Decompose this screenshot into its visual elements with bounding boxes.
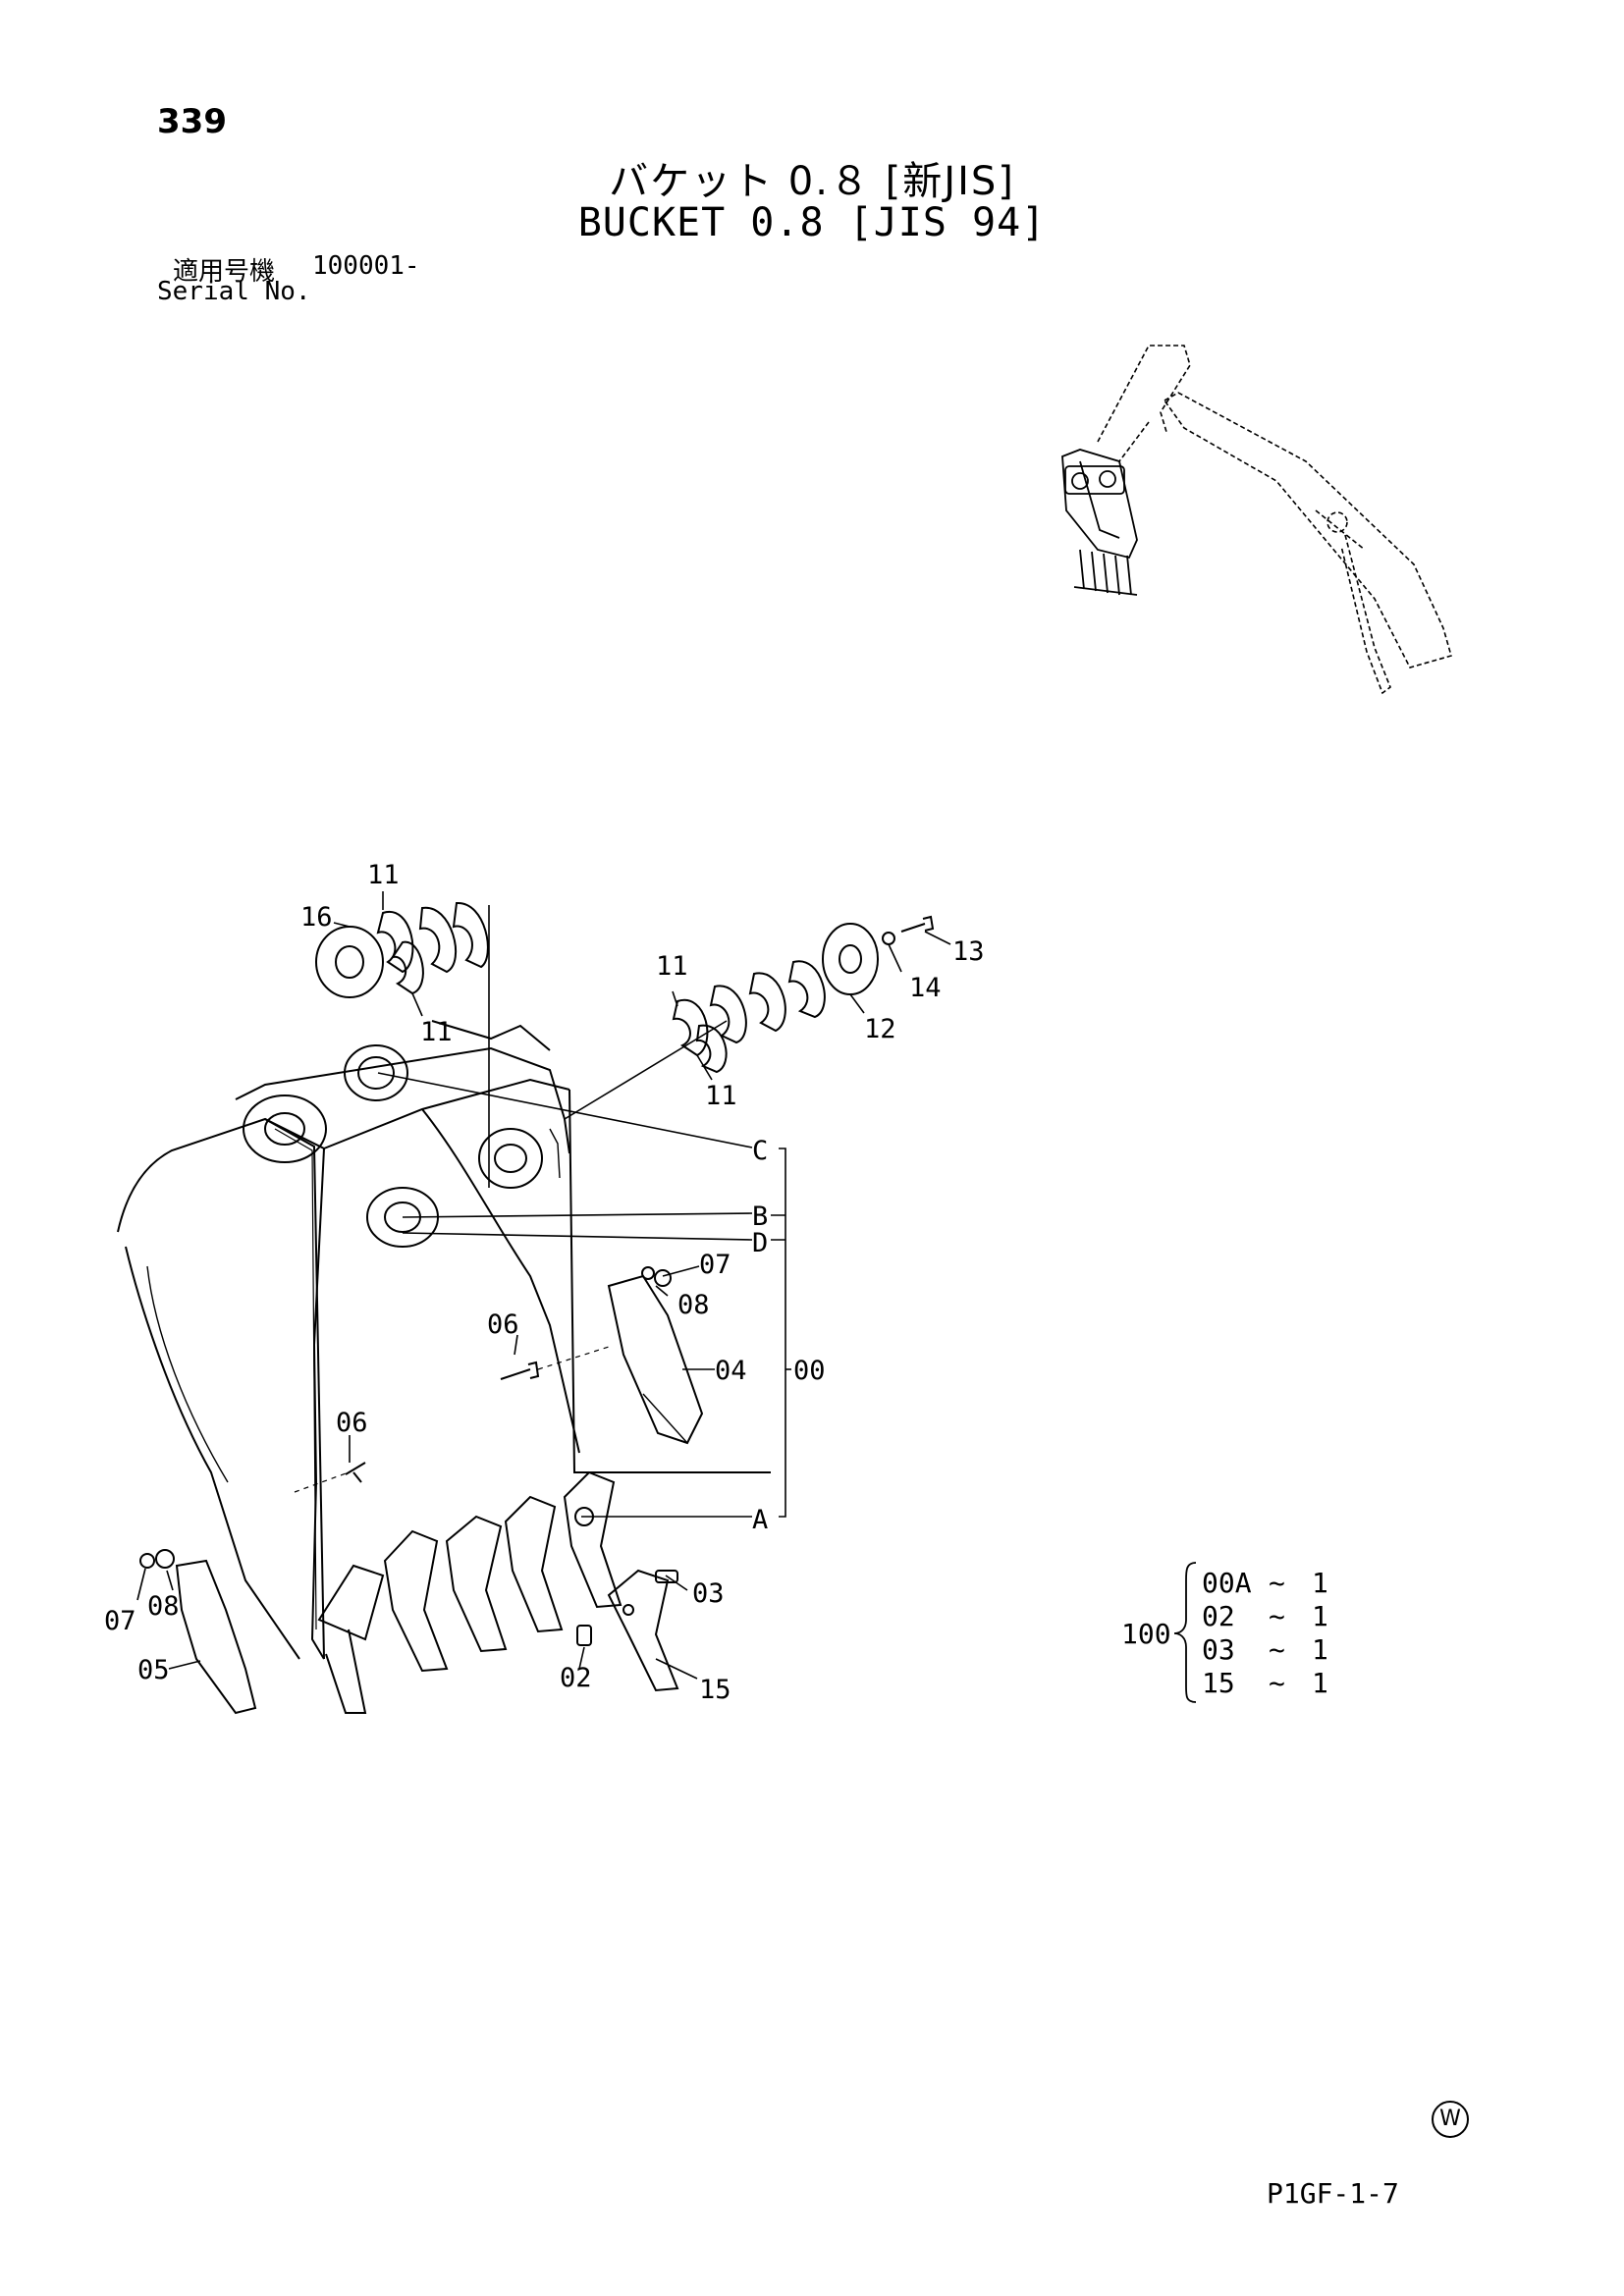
figure-code: P1GF-1-7 (1267, 2177, 1399, 2210)
serial-number-range: 100001- (312, 251, 420, 281)
kit-qty: 1 (1312, 1667, 1328, 1699)
callout-05: 05 (137, 1655, 170, 1685)
serial-label-japanese: 適用号機 (173, 257, 276, 287)
page-number: 339 (157, 102, 227, 141)
callout-04: 04 (715, 1356, 747, 1386)
callout-08: 08 (677, 1290, 710, 1320)
callout-08: 08 (147, 1591, 180, 1622)
kit-part: 02 (1202, 1600, 1235, 1632)
callout-D: D (752, 1228, 768, 1258)
callout-07: 07 (104, 1606, 136, 1636)
kit-brace (1173, 1562, 1197, 1703)
callout-11: 11 (705, 1081, 737, 1111)
callout-12: 12 (864, 1014, 896, 1044)
title-english: BUCKET 0.8 [JIS 94] (577, 200, 1047, 245)
callout-14: 14 (909, 973, 942, 1003)
serial-label-english: Serial No. (157, 277, 311, 306)
kit-part: 03 (1202, 1633, 1235, 1666)
side-cutter-04 (607, 1274, 704, 1445)
bucket-inset (1061, 449, 1138, 596)
kit-parent-number: 100 (1121, 1618, 1171, 1650)
callout-13: 13 (952, 936, 985, 967)
callout-16: 16 (300, 902, 333, 933)
title-japanese: バケット 0.８ [新JIS] (609, 159, 1015, 204)
callout-11: 11 (656, 951, 688, 982)
kit-qty: 1 (1312, 1600, 1328, 1632)
kit-tilde: ~ (1269, 1633, 1285, 1666)
callout-03: 03 (692, 1578, 725, 1609)
kit-row: 00A (1202, 1567, 1252, 1599)
kit-row: 02 (1202, 1600, 1235, 1632)
kit-tilde: ~ (1269, 1567, 1285, 1599)
kit-row: 03 (1202, 1633, 1235, 1666)
callout-06: 06 (336, 1408, 368, 1438)
callout-07: 07 (699, 1250, 731, 1280)
callout-labels: 11 16 11 11 11 13 14 12 C B D 07 08 06 0… (104, 860, 985, 1705)
bucket-assembly (117, 901, 935, 1715)
side-cutter-05 (175, 1559, 257, 1715)
kit-part: 15 (1202, 1667, 1235, 1699)
callout-C: C (752, 1136, 768, 1166)
kit-tilde: ~ (1269, 1600, 1285, 1632)
kit-tilde: ~ (1269, 1667, 1285, 1699)
callout-B: B (752, 1201, 768, 1232)
manufacturer-mark-icon: W (1432, 2101, 1469, 2138)
callout-A: A (752, 1505, 768, 1535)
callout-00: 00 (793, 1356, 826, 1386)
kit-row: 15 (1202, 1667, 1235, 1699)
callout-15: 15 (699, 1675, 731, 1705)
leader-lines (136, 891, 951, 1680)
callout-06: 06 (487, 1309, 519, 1340)
excavator-arm-inset (1097, 345, 1452, 695)
callout-11: 11 (420, 1017, 453, 1047)
kit-part: 00A (1202, 1567, 1252, 1599)
kit-qty: 1 (1312, 1633, 1328, 1666)
callout-11: 11 (367, 860, 400, 890)
kit-qty: 1 (1312, 1567, 1328, 1599)
callout-02: 02 (560, 1663, 592, 1693)
